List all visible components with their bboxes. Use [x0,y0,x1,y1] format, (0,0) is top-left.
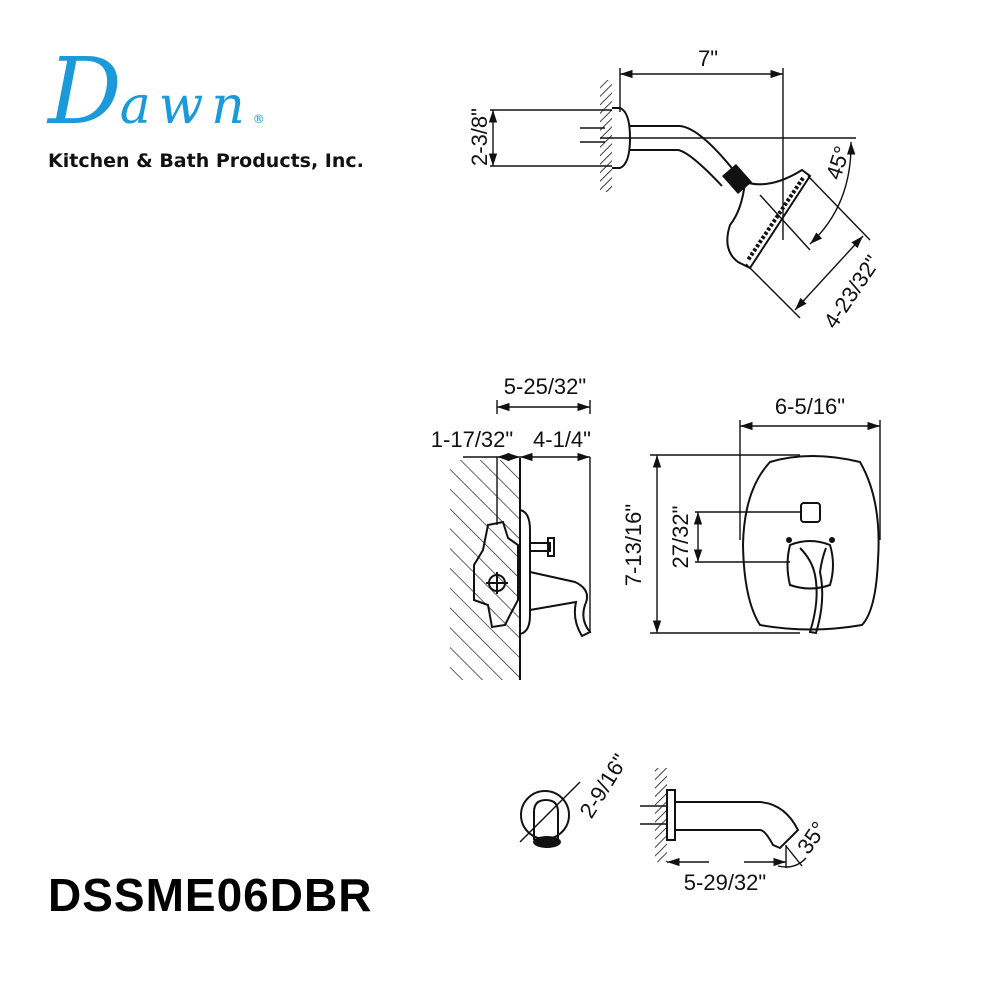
shower-head [726,168,812,270]
registered-mark: ® [252,112,265,126]
wall-section [600,80,612,192]
logo-letter-d: D [48,38,122,145]
arm-reach-label: 7" [698,46,718,71]
spout-angle-label: 35° [792,817,832,859]
spout-body [675,801,800,850]
dawn-logo: Dawn® [48,38,265,145]
valve-lever [529,571,592,638]
valve-handle[interactable] [799,547,827,635]
escutcheon-plate [519,509,531,635]
head-diameter-label: 4-23/32" [818,251,885,333]
flange-height-label: 2-3/8" [467,108,492,166]
spout-end-view [520,790,570,840]
shower-arm [630,125,736,173]
wall-section [450,460,520,680]
valve-side-drawing: 5-25/32" 1-17/32" 4-1/4" [431,374,592,680]
spout-flange [666,789,676,841]
aerator [533,836,561,848]
plate-width-label: 6-5/16" [775,394,845,419]
valve-front-drawing: 6-5/16" 7-13/16" 27/32" [621,394,881,635]
plate-height-label: 7-13/16" [621,504,646,586]
tub-spout-drawing: 2-9/16" 5-29/32" 35° [519,750,832,895]
angle-label: 45° [821,143,855,182]
valve-body [473,520,519,629]
handle-base [786,540,834,590]
diverter-button[interactable] [800,502,821,523]
logo-letters: awn [119,76,253,136]
diverter-knob [547,537,555,557]
shower-head-drawing: 7" 2-3/8" 45° 4-23/32" [467,46,885,333]
shower-nut [722,164,752,194]
total-depth-label: 5-25/32" [504,374,586,399]
company-name: Kitchen & Bath Products, Inc. [48,150,364,172]
spout-reach-label: 5-29/32" [684,870,766,895]
outlet-diameter-label: 2-9/16" [574,750,632,823]
center-spacing-label: 27/32" [668,506,693,569]
projection-label: 4-1/4" [533,427,591,452]
model-number: DSSME06DBR [48,869,373,921]
in-wall-depth-label: 1-17/32" [431,427,513,452]
wall-section [655,768,667,862]
trim-plate [741,455,880,631]
